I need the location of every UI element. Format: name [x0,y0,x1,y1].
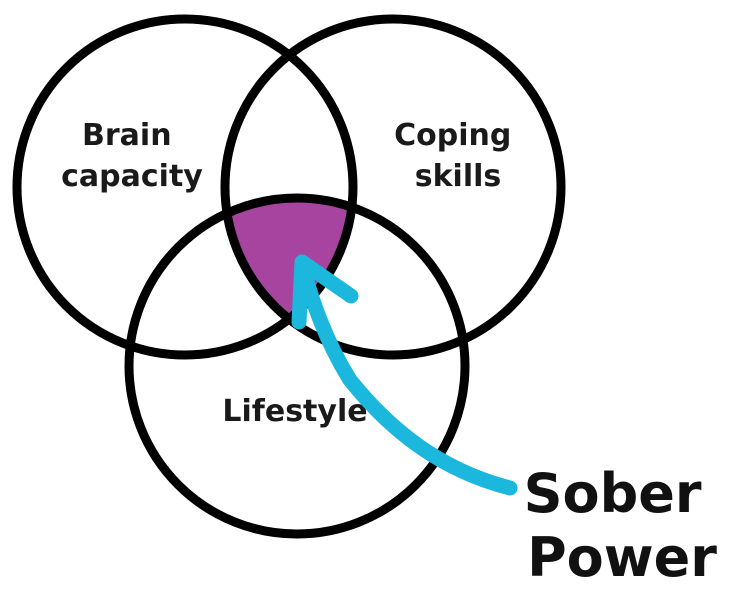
label-lifestyle: Lifestyle [222,394,367,429]
circle-brain-capacity [12,14,358,360]
circle-lifestyle [124,193,470,539]
label-brain-capacity: Brain capacity [61,118,203,194]
label-brain-capacity-line1: Brain [82,118,172,153]
label-brain-capacity-line2: capacity [61,159,203,194]
circle-coping-skills [220,14,566,360]
callout-arrow [291,254,518,496]
arrow-head [291,254,359,330]
callout-line1: Sober [524,462,702,525]
label-coping-skills: Coping skills [394,118,522,194]
callout-label: Sober Power [524,462,721,589]
callout-line2: Power [527,526,717,589]
label-coping-skills-line1: Coping [394,118,511,153]
label-coping-skills-line2: skills [415,159,502,194]
arrow-shaft [294,257,518,496]
